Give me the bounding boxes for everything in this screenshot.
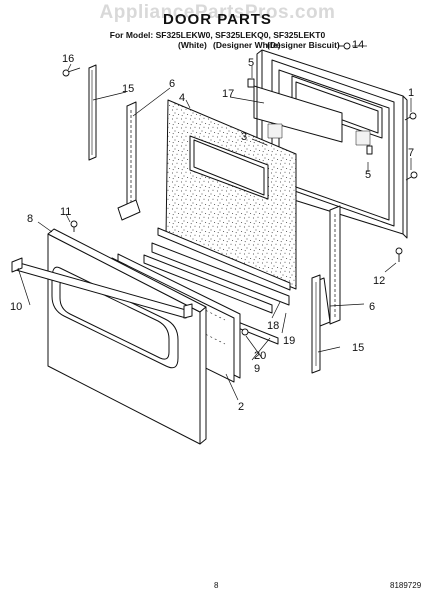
callout-3: 3 [241,131,247,143]
left-hinge [117,101,141,221]
callout-14: 14 [352,39,364,51]
callout-18: 18 [267,320,279,332]
leader-lines [17,45,412,401]
left-hinge-rail [88,64,97,161]
model-line: For Model: SF325LEKW0, SF325LEKQ0, SF325… [109,30,326,40]
callout-7: 7 [408,147,414,159]
callout-20: 20 [254,350,266,362]
callout-12: 12 [373,275,385,287]
door-inner-frame [247,49,408,239]
callout-10: 10 [10,301,22,313]
variant-designer-white: (Designer White) [213,40,281,50]
watermark: AppliancePartsPros.com [99,2,336,23]
right-hinge-rail [311,274,321,374]
callout-11: 11 [60,206,71,218]
callout-4: 4 [179,92,185,104]
callout-16: 16 [62,53,74,65]
callout-5-bottom: 5 [365,169,371,181]
callout-2: 2 [238,401,244,413]
screws [62,42,418,336]
callout-17: 17 [222,88,234,100]
callout-6-right: 6 [369,301,375,313]
callout-19: 19 [283,335,295,347]
callout-6-left: 6 [169,78,175,90]
door-handle [11,257,193,319]
callout-9: 9 [254,363,260,375]
callout-8: 8 [27,213,33,225]
callout-numbers: 16 15 6 4 17 5 14 1 3 5 7 8 11 12 6 10 1… [10,39,414,413]
right-hinge [313,205,341,327]
door-glass-strips [143,227,291,345]
callout-15-right: 15 [352,342,364,354]
document-code: 8189729 [390,581,422,590]
callout-5-top: 5 [248,57,254,69]
variant-designer-biscuit: (Designer Biscuit) [267,40,340,50]
page-title: DOOR PARTS [163,11,272,28]
door-inner-glass [165,99,297,290]
page-number: 8 [214,581,219,590]
variant-white: (White) [178,40,207,50]
callout-15-left: 15 [122,83,134,95]
callout-1: 1 [408,87,414,99]
